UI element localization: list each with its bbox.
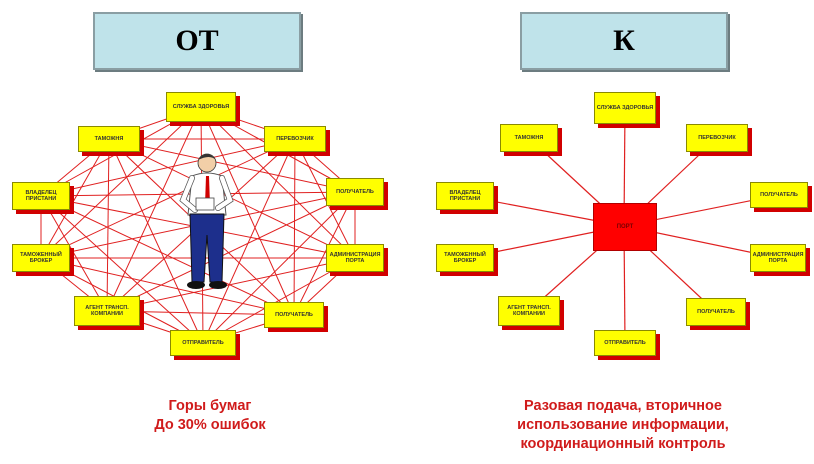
node-transport-agent-right: АГЕНТ ТРАНСП. КОМПАНИИ — [498, 296, 560, 326]
mesh-line — [200, 106, 356, 259]
header-from: ОТ — [93, 12, 301, 70]
node-berth-owner-left: ВЛАДЕЛЕЦ ПРИСТАНИ — [12, 182, 70, 210]
node-customs-right: ТАМОЖНЯ — [500, 124, 558, 152]
mesh-line — [40, 138, 110, 259]
mesh-line — [202, 191, 356, 344]
node-sender-right: ОТПРАВИТЕЛЬ — [594, 330, 656, 356]
node-carrier-right: ПЕРЕВОЗЧИК — [686, 124, 748, 152]
caption-right: Разовая подача, вторичное использование … — [517, 398, 729, 452]
node-recipient-left: ПОЛУЧАТЕЛЬ — [326, 178, 384, 206]
mesh-line — [108, 138, 356, 193]
node-customs-broker-right: ТАМОЖЕННЫЙ БРОКЕР — [436, 244, 494, 272]
node-health-right: СЛУЖБА ЗДОРОВЬЯ — [594, 92, 656, 124]
node-receiver-left: ПОЛУЧАТЕЛЬ — [264, 302, 324, 328]
node-port-admin-right: АДМИНИСТРАЦИЯ ПОРТА — [750, 244, 806, 272]
node-berth-owner-right: ВЛАДЕЛЕЦ ПРИСТАНИ — [436, 182, 494, 210]
mesh-line — [40, 106, 202, 259]
node-sender-left: ОТПРАВИТЕЛЬ — [170, 330, 236, 356]
node-health-left: СЛУЖБА ЗДОРОВЬЯ — [166, 92, 236, 122]
mesh-line — [40, 138, 296, 259]
header-to: К — [520, 12, 728, 70]
node-customs-broker-left: ТАМОЖЕННЫЙ БРОКЕР — [12, 244, 70, 272]
node-customs-left: ТАМОЖНЯ — [78, 126, 140, 152]
node-port-admin-left: АДМИНИСТРАЦИЯ ПОРТА — [326, 244, 384, 272]
mesh-line — [108, 138, 204, 344]
node-carrier-left: ПЕРЕВОЗЧИК — [264, 126, 326, 152]
mesh-line — [106, 138, 110, 312]
mesh-line — [106, 191, 356, 312]
mesh-line — [40, 195, 204, 344]
mesh-line — [293, 138, 296, 316]
mesh-line — [202, 138, 296, 344]
caption-left: Горы бумаг До 30% ошибок — [154, 398, 266, 433]
mesh-line — [40, 195, 295, 316]
mesh-line — [40, 195, 108, 312]
mesh-line — [40, 257, 295, 316]
node-receiver-right: ПОЛУЧАТЕЛЬ — [686, 298, 746, 326]
node-transport-agent-left: АГЕНТ ТРАНСП. КОМПАНИИ — [74, 296, 140, 326]
mesh-line — [106, 257, 356, 312]
mesh-line — [200, 106, 295, 316]
mesh-line — [106, 106, 202, 312]
person-figure — [179, 153, 234, 289]
mesh-line — [293, 191, 356, 316]
hub-port: ПОРТ — [593, 203, 657, 251]
node-recipient-right: ПОЛУЧАТЕЛЬ — [750, 182, 808, 208]
